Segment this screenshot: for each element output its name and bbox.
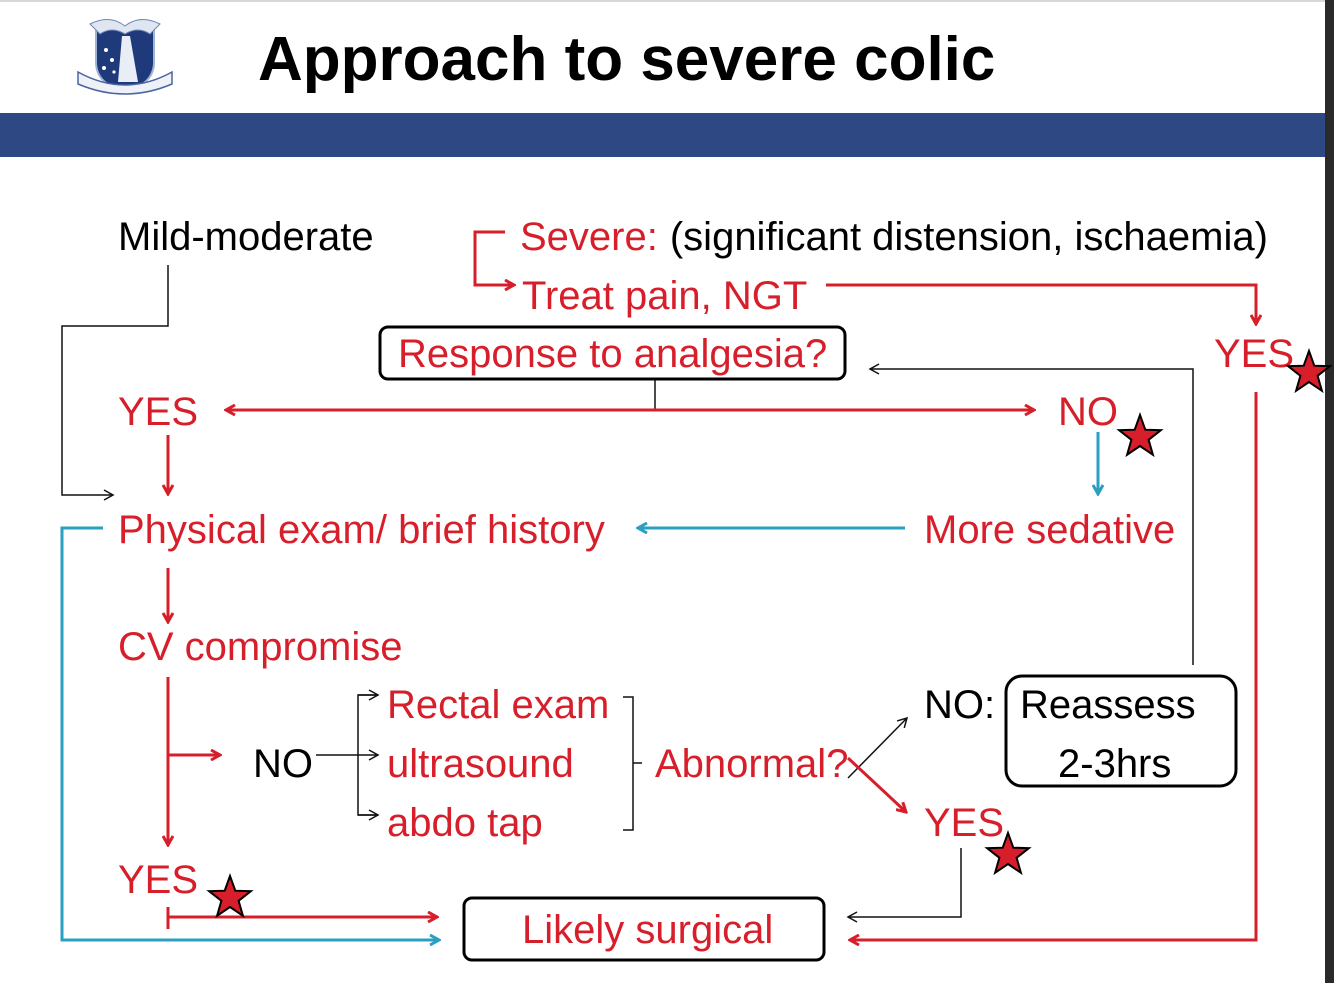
connector-treat-to-yes xyxy=(826,283,1256,324)
connector-yes-to-surgical xyxy=(850,392,1258,940)
abdo-tap-label: abdo tap xyxy=(387,801,543,845)
yes-severe-label: YES xyxy=(1214,332,1294,376)
response-question: Response to analgesia? xyxy=(398,332,827,376)
connector-abnormal-no xyxy=(847,716,909,779)
mild-moderate-label: Mild-moderate xyxy=(118,215,374,259)
connector-exam-to-surgical xyxy=(60,526,439,940)
star-icon xyxy=(1285,348,1333,394)
connector-mild-to-exam xyxy=(61,265,169,501)
reassess-box xyxy=(1004,674,1238,788)
star-icon xyxy=(206,873,254,919)
connector-yes-abn-to-surgical xyxy=(846,848,962,923)
likely-surgical-label: Likely surgical xyxy=(522,908,773,952)
university-crest-logo xyxy=(77,19,173,95)
connector-severe-to-treat xyxy=(473,230,514,285)
surgical-box xyxy=(462,896,826,962)
cv-compromise-label: CV compromise xyxy=(118,625,403,669)
star-icon xyxy=(1116,412,1164,458)
header-band xyxy=(0,113,1325,157)
no-abnormal-label: NO: xyxy=(924,683,995,727)
more-sedative-label: More sedative xyxy=(924,508,1175,552)
abnormal-question: Abnormal? xyxy=(655,742,848,786)
severe-label: Severe: (significant distension, ischaemi… xyxy=(520,215,1268,259)
slide-title: Approach to severe colic xyxy=(258,25,995,94)
yes-cv-label: YES xyxy=(118,858,198,902)
star-icon xyxy=(984,830,1032,876)
window-edge xyxy=(1325,0,1334,983)
yes-abnormal-label: YES xyxy=(924,801,1004,845)
no-cv-label: NO xyxy=(253,742,313,786)
severe-heading: Severe: xyxy=(520,215,658,259)
bracket-tests-right xyxy=(623,696,634,831)
reassess-line2: 2-3hrs xyxy=(1058,742,1171,786)
severe-detail: (significant distension, ischaemia) xyxy=(670,215,1268,259)
rectal-exam-label: Rectal exam xyxy=(387,683,609,727)
ultrasound-label: ultrasound xyxy=(387,742,574,786)
no-response-label: NO xyxy=(1058,390,1118,434)
reassess-line1: Reassess xyxy=(1020,683,1196,727)
treat-pain-label: Treat pain, NGT xyxy=(522,274,807,318)
connector-abnormal-yes xyxy=(846,756,906,812)
physical-exam-label: Physical exam/ brief history xyxy=(118,508,605,552)
yes-response-label: YES xyxy=(118,390,198,434)
top-border xyxy=(0,0,1325,2)
connector-reassess-to-response xyxy=(868,363,1194,665)
response-box xyxy=(378,325,847,381)
